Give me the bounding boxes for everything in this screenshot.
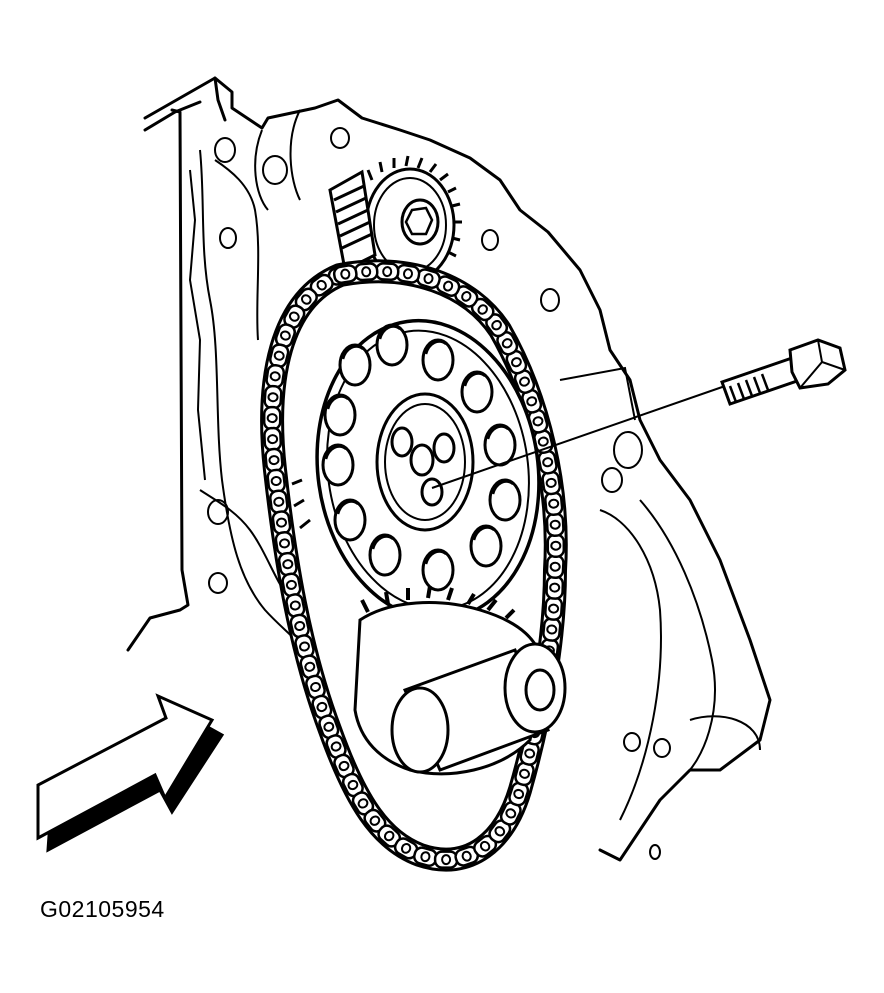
view-direction-arrow-icon: [36, 693, 225, 853]
chain-link: [263, 447, 285, 474]
chain-link: [543, 490, 564, 517]
chain-link: [546, 533, 566, 558]
chain-link: [270, 509, 293, 536]
chain-link: [545, 575, 565, 601]
chain-link: [331, 263, 359, 286]
chain-link: [394, 262, 422, 285]
sprocket-bolt-icon: [431, 338, 847, 489]
chain-link: [540, 469, 562, 497]
chain-link: [545, 512, 565, 538]
figure-code: G02105954: [40, 896, 165, 922]
chain-link: [264, 363, 286, 390]
chain-link: [353, 261, 379, 282]
chain-link: [276, 550, 299, 578]
chain-link: [262, 405, 282, 431]
chain-link: [273, 530, 296, 557]
chain-link: [265, 467, 287, 495]
upper-gear-icon: [328, 155, 462, 283]
chain-link: [543, 595, 564, 622]
chain-link: [433, 850, 459, 869]
chain-link: [280, 571, 303, 599]
chain-link: [545, 554, 566, 580]
camshaft-sprocket-icon: [291, 318, 541, 622]
engine-front-cover-icon: [126, 76, 772, 862]
timing-chain-icon: [260, 259, 568, 872]
chain-link: [263, 384, 283, 410]
chain-link: [374, 261, 400, 282]
crankshaft-sprocket-icon: [353, 585, 567, 776]
chain-link: [541, 616, 563, 643]
chain-link: [268, 488, 290, 515]
chain-link: [262, 426, 283, 452]
